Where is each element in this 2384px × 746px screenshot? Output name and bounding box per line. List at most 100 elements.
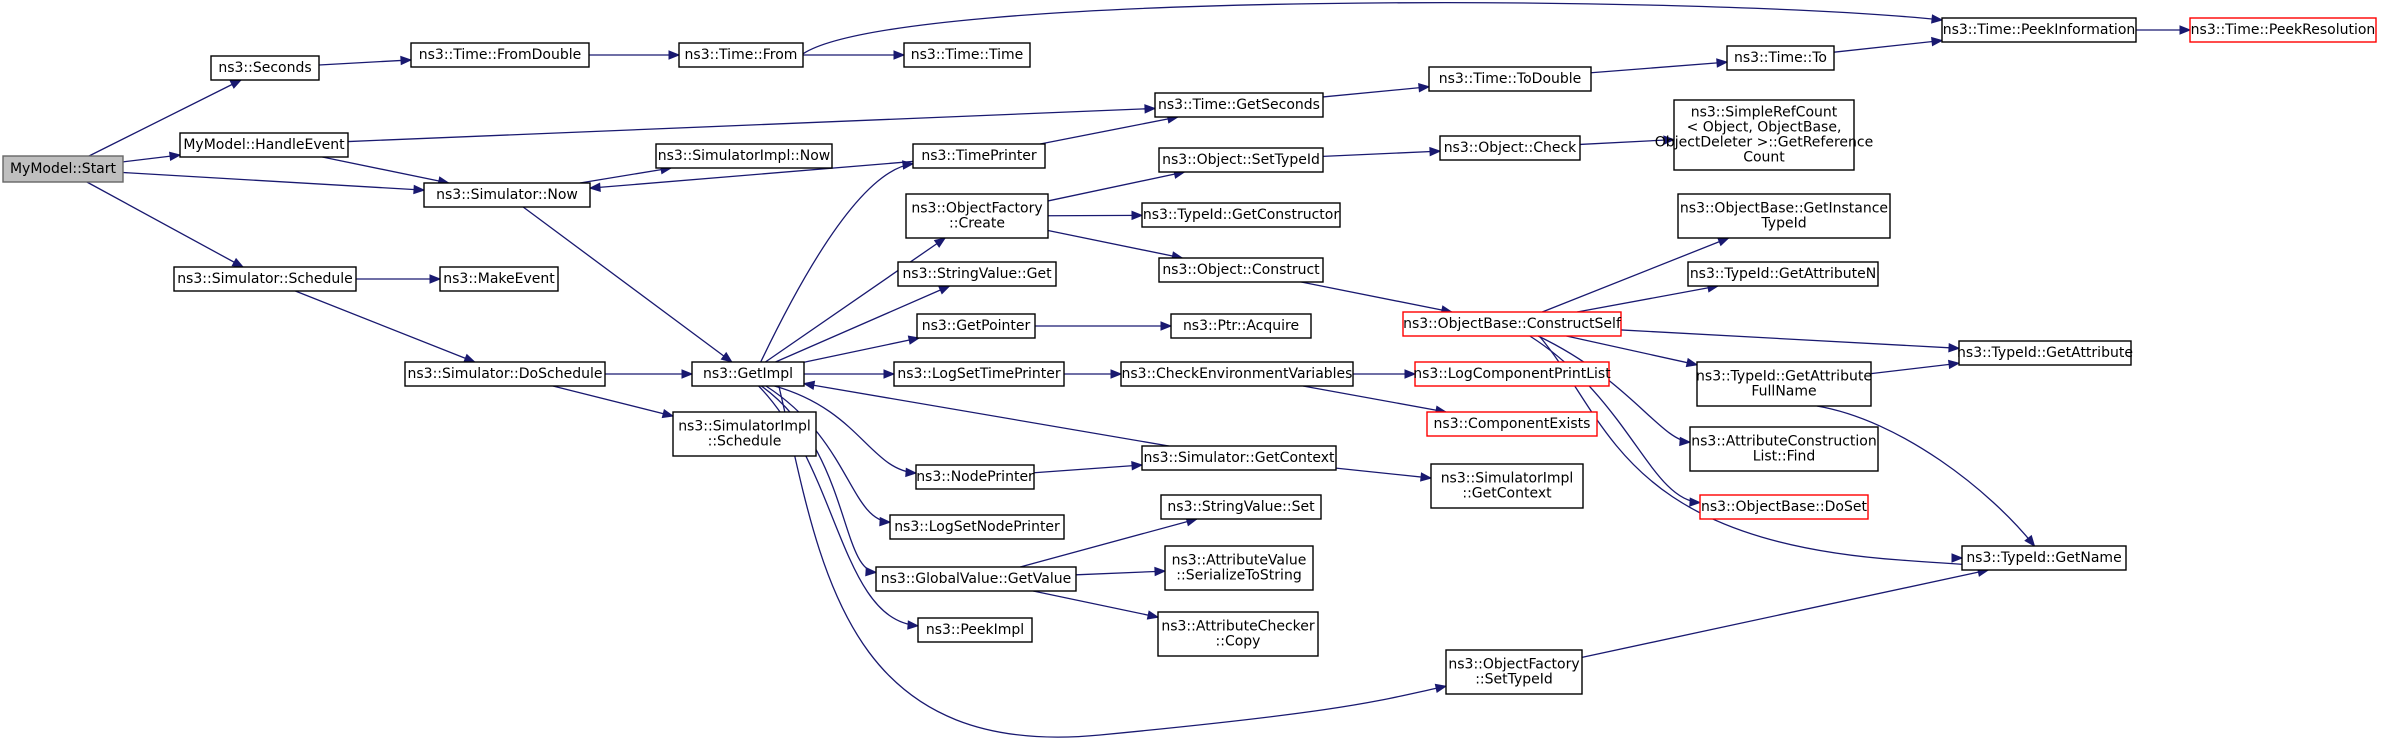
node-getImpl[interactable]: ns3::GetImpl [691,361,805,387]
node-box[interactable] [897,261,1057,287]
node-peekRes[interactable]: ns3::Time::PeekResolution [2189,17,2377,43]
node-box[interactable] [410,42,590,68]
node-box[interactable] [1158,147,1324,173]
node-getAttrN[interactable]: ns3::TypeId::GetAttributeN [1687,261,1879,287]
node-box[interactable] [915,464,1035,490]
node-logSetTime[interactable]: ns3::LogSetTimePrinter [893,361,1065,387]
node-avSerialize[interactable]: ns3::AttributeValue::SerializeToString [1164,545,1314,591]
node-fromDouble[interactable]: ns3::Time::FromDouble [410,42,590,68]
node-box[interactable] [1120,361,1354,387]
node-objCheck[interactable]: ns3::Object::Check [1439,135,1581,161]
node-simGetCtx[interactable]: ns3::Simulator::GetContext [1141,445,1337,471]
node-box[interactable] [1696,361,1872,407]
node-logCompPrint[interactable]: ns3::LogComponentPrintList [1413,361,1611,387]
node-ptrAcquire[interactable]: ns3::Ptr::Acquire [1170,313,1312,339]
node-box[interactable] [893,361,1065,387]
node-box[interactable] [672,411,817,457]
node-strGet[interactable]: ns3::StringValue::Get [897,261,1057,287]
node-toDouble[interactable]: ns3::Time::ToDouble [1428,66,1592,92]
node-setTypeId[interactable]: ns3::Object::SetTypeId [1158,147,1324,173]
node-compExists[interactable]: ns3::ComponentExists [1426,411,1598,437]
node-checkEnv[interactable]: ns3::CheckEnvironmentVariables [1120,361,1354,387]
node-acCopy[interactable]: ns3::AttributeChecker::Copy [1157,611,1319,657]
node-box[interactable] [678,42,804,68]
node-implSchedule[interactable]: ns3::SimulatorImpl::Schedule [672,411,817,457]
node-box[interactable] [2189,17,2377,43]
node-box[interactable] [1677,193,1891,239]
node-timePrinter[interactable]: ns3::TimePrinter [912,143,1046,169]
node-box[interactable] [1699,494,1869,520]
node-simpleRef[interactable]: ns3::SimpleRefCount< Object, ObjectBase,… [1655,99,1873,171]
node-box[interactable] [1141,445,1337,471]
node-box[interactable] [1426,411,1598,437]
node-box[interactable] [1430,463,1584,509]
node-gvGetValue[interactable]: ns3::GlobalValue::GetValue [875,566,1077,592]
node-box[interactable] [1428,66,1592,92]
node-box[interactable] [1141,202,1341,228]
node-box[interactable] [1673,99,1855,171]
node-box[interactable] [179,132,349,158]
node-seconds[interactable]: ns3::Seconds [210,55,320,81]
node-box[interactable] [423,182,591,208]
node-box[interactable] [1414,361,1610,387]
node-schedule[interactable]: ns3::Simulator::Schedule [173,266,357,292]
node-timeFrom[interactable]: ns3::Time::From [678,42,804,68]
node-box[interactable] [1158,257,1324,283]
node-box[interactable] [210,55,320,81]
node-handleEvent[interactable]: MyModel::HandleEvent [179,132,349,158]
node-objConstruct[interactable]: ns3::Object::Construct [1158,257,1324,283]
node-getCtor[interactable]: ns3::TypeId::GetConstructor [1141,202,1341,228]
node-box[interactable] [439,266,559,292]
node-doSet[interactable]: ns3::ObjectBase::DoSet [1699,494,1869,520]
node-box[interactable] [917,617,1033,643]
node-box[interactable] [1157,611,1319,657]
node-box[interactable] [1726,45,1835,71]
node-constructSelf[interactable]: ns3::ObjectBase::ConstructSelf [1402,311,1622,337]
node-ofCreate[interactable]: ns3::ObjectFactory::Create [905,193,1049,239]
node-box[interactable] [404,361,606,387]
node-peekInfo[interactable]: ns3::Time::PeekInformation [1941,17,2137,43]
node-timeTo[interactable]: ns3::Time::To [1726,45,1835,71]
node-getSeconds[interactable]: ns3::Time::GetSeconds [1154,92,1324,118]
node-timeTime[interactable]: ns3::Time::Time [903,42,1031,68]
node-box[interactable] [1439,135,1581,161]
node-implNow[interactable]: ns3::SimulatorImpl::Now [655,143,833,169]
node-box[interactable] [875,566,1077,592]
node-box[interactable] [1445,649,1583,695]
node-box[interactable] [173,266,357,292]
node-box[interactable] [1164,545,1314,591]
node-box[interactable] [903,42,1031,68]
node-strSet[interactable]: ns3::StringValue::Set [1160,494,1322,520]
node-box[interactable] [1402,311,1622,337]
node-box[interactable] [1154,92,1324,118]
node-box[interactable] [655,143,833,169]
node-ofSetTid[interactable]: ns3::ObjectFactory::SetTypeId [1445,649,1583,695]
node-box[interactable] [916,313,1036,339]
node-box[interactable] [2,155,124,183]
node-box[interactable] [1958,340,2132,366]
node-tidGetName[interactable]: ns3::TypeId::GetName [1961,545,2127,571]
node-logSetNode[interactable]: ns3::LogSetNodePrinter [889,514,1065,540]
node-box[interactable] [1689,426,1879,472]
node-nodePrinter[interactable]: ns3::NodePrinter [915,464,1035,490]
node-box[interactable] [1961,545,2127,571]
node-peekImpl[interactable]: ns3::PeekImpl [917,617,1033,643]
node-box[interactable] [1941,17,2137,43]
node-box[interactable] [1170,313,1312,339]
node-getAttr[interactable]: ns3::TypeId::GetAttribute [1957,340,2133,366]
node-box[interactable] [912,143,1046,169]
node-box[interactable] [889,514,1065,540]
node-start[interactable]: MyModel::Start [2,155,124,183]
node-doSchedule[interactable]: ns3::Simulator::DoSchedule [404,361,606,387]
node-box[interactable] [905,193,1049,239]
node-box[interactable] [1687,261,1879,287]
node-makeEvent[interactable]: ns3::MakeEvent [439,266,559,292]
node-box[interactable] [1160,494,1322,520]
node-implGetCtx[interactable]: ns3::SimulatorImpl::GetContext [1430,463,1584,509]
node-getPointer[interactable]: ns3::GetPointer [916,313,1036,339]
node-simNow[interactable]: ns3::Simulator::Now [423,182,591,208]
node-box[interactable] [691,361,805,387]
